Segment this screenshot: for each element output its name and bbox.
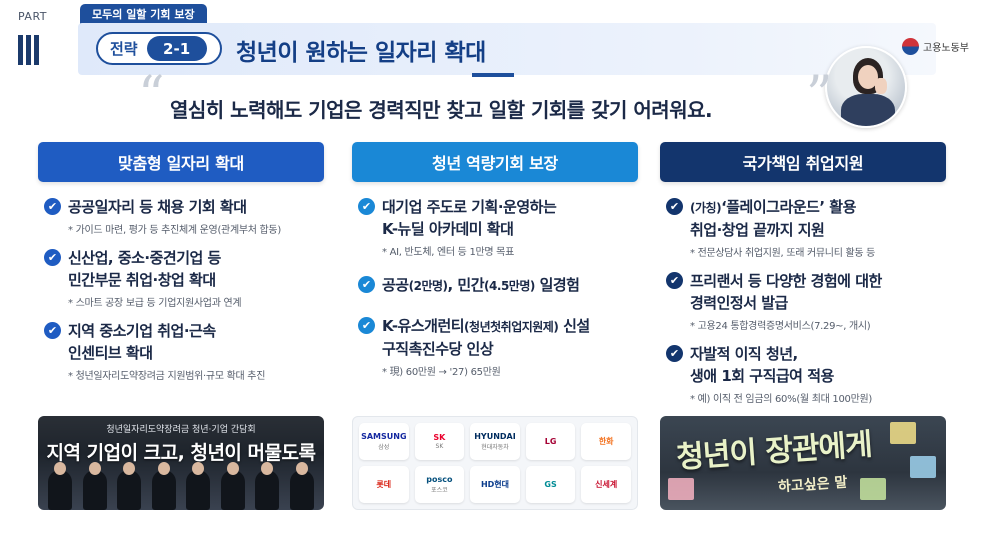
column-national-support: 국가책임 취업지원 ✔ (가칭)‘플레이그라운드’ 활용 취업·창업 끝까지 지… xyxy=(660,142,946,416)
list-item: ✔ K-유스개런티(청년첫취업지원제) 신설 구직촉진수당 인상 * 現) 60… xyxy=(358,315,638,378)
item-title: 공공(2만명), 민간(4.5만명) 일경험 xyxy=(382,276,580,294)
list-item: ✔ 자발적 이직 청년, 생애 1회 구직급여 적용 * 예) 이직 전 임금의… xyxy=(666,343,946,405)
column-header: 청년 역량기회 보장 xyxy=(352,142,638,182)
item-title: 공공일자리 등 채용 기회 확대 xyxy=(68,198,247,216)
event-photo: 청년일자리도약장려금 청년·기업 간담회 지역 기업이 크고, 청년이 머물도록 xyxy=(38,416,324,510)
list-item: ✔ 대기업 주도로 기획·운영하는 K-뉴딜 아카데미 확대 * AI, 반도체… xyxy=(358,196,638,258)
people-group xyxy=(48,462,314,510)
category-tab: 모두의 일할 기회 보장 xyxy=(80,4,207,25)
quote-open-icon: “ xyxy=(138,66,165,126)
check-icon: ✔ xyxy=(358,198,375,215)
item-title: 대기업 주도로 기획·운영하는 K-뉴딜 아카데미 확대 xyxy=(382,198,557,238)
logo-gs: GS xyxy=(525,466,576,503)
logo-lotte: 롯데 xyxy=(359,466,409,503)
item-note: * 가이드 마련, 평가 등 추진체계 운영(관계부처 합동) xyxy=(68,225,281,236)
logo-hd-hyundai: HD현대 xyxy=(470,466,520,503)
item-note: * 전문상담사 취업지원, 또래 커뮤니티 활동 등 xyxy=(690,248,876,259)
column-customized-jobs: 맞춤형 일자리 확대 ✔ 공공일자리 등 채용 기회 확대 * 가이드 마련, … xyxy=(38,142,324,393)
check-icon: ✔ xyxy=(666,272,683,289)
item-title: 프리랜서 등 다양한 경험에 대한 경력인정서 발급 xyxy=(690,272,882,312)
message-board-photo: 청년이 장관에게 하고싶은 말 xyxy=(660,416,946,510)
check-icon: ✔ xyxy=(666,198,683,215)
strategy-number: 2-1 xyxy=(146,36,207,61)
column-header: 국가책임 취업지원 xyxy=(660,142,946,182)
list-item: ✔ 프리랜서 등 다양한 경험에 대한 경력인정서 발급 * 고용24 통합경력… xyxy=(666,270,946,332)
check-icon: ✔ xyxy=(358,276,375,293)
check-icon: ✔ xyxy=(44,249,61,266)
event-headline: 지역 기업이 크고, 청년이 머물도록 xyxy=(46,442,316,464)
quote-text: 열심히 노력해도 기업은 경력직만 찾고 일할 기회를 갖기 어려워요. xyxy=(170,98,713,122)
board-subtitle: 하고싶은 말 xyxy=(777,474,848,496)
list-item: ✔ 신산업, 중소·중견기업 등 민간부문 취업·창업 확대 * 스마트 공장 … xyxy=(44,247,324,309)
title-underline xyxy=(472,73,514,77)
list-item: ✔ (가칭)‘플레이그라운드’ 활용 취업·창업 끝까지 지원 * 전문상담사 … xyxy=(666,196,946,259)
ministry-name: 고용노동부 xyxy=(923,43,969,54)
item-title: 지역 중소기업 취업·근속 인센티브 확대 xyxy=(68,322,216,362)
strategy-word: 전략 xyxy=(110,40,138,58)
column-header: 맞춤형 일자리 확대 xyxy=(38,142,324,182)
check-icon: ✔ xyxy=(666,345,683,362)
page-title: 청년이 원하는 일자리 확대 xyxy=(236,40,486,66)
ministry-emblem-icon xyxy=(902,38,919,55)
part-roman-three xyxy=(18,35,62,65)
list-item: ✔ 지역 중소기업 취업·근속 인센티브 확대 * 청년일자리도약장려금 지원범… xyxy=(44,320,324,382)
list-item: ✔ 공공(2만명), 민간(4.5만명) 일경험 xyxy=(358,274,638,297)
item-note: * AI, 반도체, 엔터 등 1만명 목표 xyxy=(382,247,514,258)
item-title: 신산업, 중소·중견기업 등 민간부문 취업·창업 확대 xyxy=(68,249,221,289)
item-note: * 고용24 통합경력증명서비스(7.29~, 개시) xyxy=(690,321,871,332)
item-title: 자발적 이직 청년, 생애 1회 구직급여 적용 xyxy=(690,345,834,385)
strategy-badge: 전략 2-1 xyxy=(96,32,222,65)
item-title: (가칭)‘플레이그라운드’ 활용 취업·창업 끝까지 지원 xyxy=(690,198,856,239)
item-note: * 現) 60만원 → '27) 65만원 xyxy=(382,367,501,378)
logo-lg: LG xyxy=(525,423,576,460)
part-indicator: PART xyxy=(18,10,62,65)
item-note: * 스마트 공장 보급 등 기업지원사업과 연계 xyxy=(68,298,242,309)
logo-shinsegae: 신세계 xyxy=(581,466,631,503)
event-subtitle: 청년일자리도약장려금 청년·기업 간담회 xyxy=(106,425,256,435)
list-item: ✔ 공공일자리 등 채용 기회 확대 * 가이드 마련, 평가 등 추진체계 운… xyxy=(44,196,324,236)
quote-close-icon: ” xyxy=(806,66,833,126)
ministry-logo: 고용노동부 xyxy=(902,38,969,55)
part-label: PART xyxy=(18,10,48,23)
check-icon: ✔ xyxy=(358,317,375,334)
column-youth-capability: 청년 역량기회 보장 ✔ 대기업 주도로 기획·운영하는 K-뉴딜 아카데미 확… xyxy=(352,142,638,389)
item-note: * 예) 이직 전 임금의 60%(월 최대 100만원) xyxy=(690,394,872,405)
check-icon: ✔ xyxy=(44,198,61,215)
logo-hanwha: 한화 xyxy=(581,423,631,460)
board-headline: 청년이 장관에게 xyxy=(675,427,873,476)
avatar xyxy=(825,46,907,128)
item-title: K-유스개런티(청년첫취업지원제) 신설 구직촉진수당 인상 xyxy=(382,317,590,358)
item-note: * 청년일자리도약장려금 지원범위·규모 확대 추진 xyxy=(68,371,266,382)
check-icon: ✔ xyxy=(44,322,61,339)
